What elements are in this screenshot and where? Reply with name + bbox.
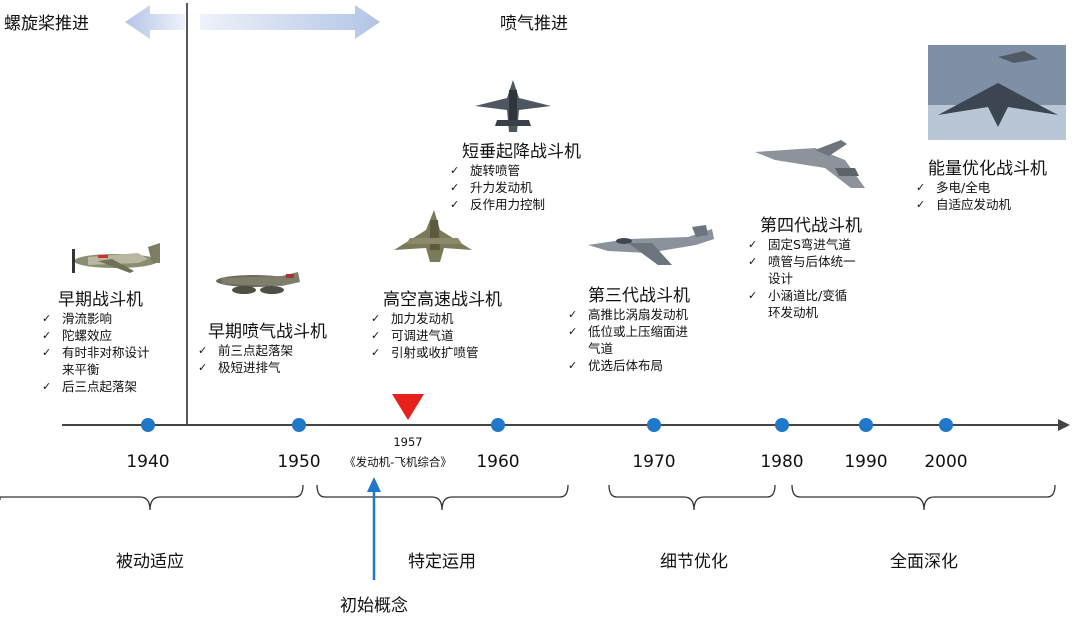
feature-list: 加力发动机 可调进气道 引射或收扩喷管 <box>369 310 502 361</box>
jet-era-label: 喷气推进 <box>500 14 568 34</box>
year-dot-2000 <box>939 418 953 432</box>
feature-item: 固定S弯进气道 <box>746 236 862 253</box>
feature-item: 滑流影响 <box>40 310 150 327</box>
feature-item: 引射或收扩喷管 <box>369 344 502 361</box>
aircraft-block-high-speed: 高空高速战斗机 加力发动机 可调进气道 引射或收扩喷管 <box>371 285 502 361</box>
marker-year: 1957 <box>393 435 423 449</box>
timeline-axis-arrowhead <box>1058 419 1070 431</box>
marker-1957-icon <box>392 394 424 420</box>
propeller-era-label: 螺旋桨推进 <box>4 14 89 34</box>
feature-item: 多电/全电 <box>914 179 1047 196</box>
feature-item: 自适应发动机 <box>914 196 1047 213</box>
aircraft-title: 早期喷气战斗机 <box>208 322 327 342</box>
phase-bracket-specific <box>316 484 569 511</box>
year-label: 1940 <box>126 452 170 472</box>
phase-label-passive: 被动适应 <box>116 552 184 572</box>
aircraft-title: 早期战斗机 <box>58 290 143 310</box>
year-dot-1970 <box>647 418 661 432</box>
feature-item: 后三点起落架 <box>40 378 150 395</box>
concept-arrow-head <box>367 477 381 492</box>
year-dot-1980 <box>775 418 789 432</box>
feature-list: 高推比涡扇发动机 低位或上压缩面进 气道 优选后体布局 <box>566 306 690 374</box>
propeller-fighter-icon <box>72 243 160 273</box>
year-label: 1960 <box>476 452 520 472</box>
propeller-era-arrow <box>125 5 185 39</box>
year-dot-1990 <box>859 418 873 432</box>
phase-bracket-deepen <box>791 484 1056 511</box>
year-label: 1970 <box>632 452 676 472</box>
early-jet-fighter-icon <box>216 272 300 294</box>
feature-item: 喷管与后体统一 设计 <box>746 253 862 287</box>
feature-item: 低位或上压缩面进 气道 <box>566 323 690 357</box>
year-label: 1990 <box>844 452 888 472</box>
feature-item: 加力发动机 <box>369 310 502 327</box>
aircraft-title: 第四代战斗机 <box>760 216 862 236</box>
energy-optimized-fighter-icon <box>928 45 1066 140</box>
jet-era-arrow <box>200 5 380 39</box>
feature-list: 前三点起落架 极短进排气 <box>196 342 327 376</box>
feature-item: 前三点起落架 <box>196 342 327 359</box>
aircraft-title: 短垂起降战斗机 <box>462 142 581 162</box>
feature-item: 极短进排气 <box>196 359 327 376</box>
aircraft-block-vstol: 短垂起降战斗机 旋转喷管 升力发动机 反作用力控制 <box>450 137 581 213</box>
feature-item: 可调进气道 <box>369 327 502 344</box>
aircraft-block-gen3: 第三代战斗机 高推比涡扇发动机 低位或上压缩面进 气道 优选后体布局 <box>568 281 690 374</box>
feature-item: 升力发动机 <box>448 179 581 196</box>
feature-item: 有时非对称设计 来平衡 <box>40 344 150 378</box>
aircraft-block-energy: 能量优化战斗机 多电/全电 自适应发动机 <box>916 154 1047 213</box>
phase-label-detail: 细节优化 <box>660 552 728 572</box>
aircraft-block-gen4: 第四代战斗机 固定S弯进气道 喷管与后体统一 设计 小涵道比/变循 环发动机 <box>748 211 862 321</box>
year-label: 2000 <box>924 452 968 472</box>
aircraft-block-early-jet: 早期喷气战斗机 前三点起落架 极短进排气 <box>198 317 327 376</box>
feature-list: 固定S弯进气道 喷管与后体统一 设计 小涵道比/变循 环发动机 <box>746 236 862 321</box>
feature-list: 滑流影响 陀螺效应 有时非对称设计 来平衡 后三点起落架 <box>40 310 150 395</box>
year-dot-1940 <box>141 418 155 432</box>
phase-bracket-detail <box>608 484 776 511</box>
aircraft-title: 第三代战斗机 <box>588 286 690 306</box>
aircraft-block-early: 早期战斗机 滑流影响 陀螺效应 有时非对称设计 来平衡 后三点起落架 <box>42 285 150 395</box>
year-label: 1980 <box>760 452 804 472</box>
high-speed-fighter-icon <box>394 210 472 262</box>
year-dot-1960 <box>491 418 505 432</box>
feature-item: 陀螺效应 <box>40 327 150 344</box>
year-dot-1950 <box>292 418 306 432</box>
concept-label: 初始概念 <box>340 596 408 616</box>
feature-list: 旋转喷管 升力发动机 反作用力控制 <box>448 162 581 213</box>
aircraft-title: 高空高速战斗机 <box>383 290 502 310</box>
feature-item: 高推比涡扇发动机 <box>566 306 690 323</box>
third-gen-fighter-icon <box>588 225 714 265</box>
phase-label-deepen: 全面深化 <box>890 552 958 572</box>
vstol-fighter-icon <box>475 80 551 132</box>
feature-item: 反作用力控制 <box>448 196 581 213</box>
year-label: 1950 <box>277 452 321 472</box>
feature-item: 优选后体布局 <box>566 357 690 374</box>
feature-item: 小涵道比/变循 环发动机 <box>746 287 862 321</box>
phase-bracket-passive <box>0 484 304 511</box>
aircraft-title: 能量优化战斗机 <box>928 159 1047 179</box>
feature-item: 旋转喷管 <box>448 162 581 179</box>
fourth-gen-fighter-icon <box>755 140 865 188</box>
feature-list: 多电/全电 自适应发动机 <box>914 179 1047 213</box>
marker-label: 《发动机-飞机综合》 <box>344 455 452 469</box>
phase-label-specific: 特定运用 <box>408 552 476 572</box>
